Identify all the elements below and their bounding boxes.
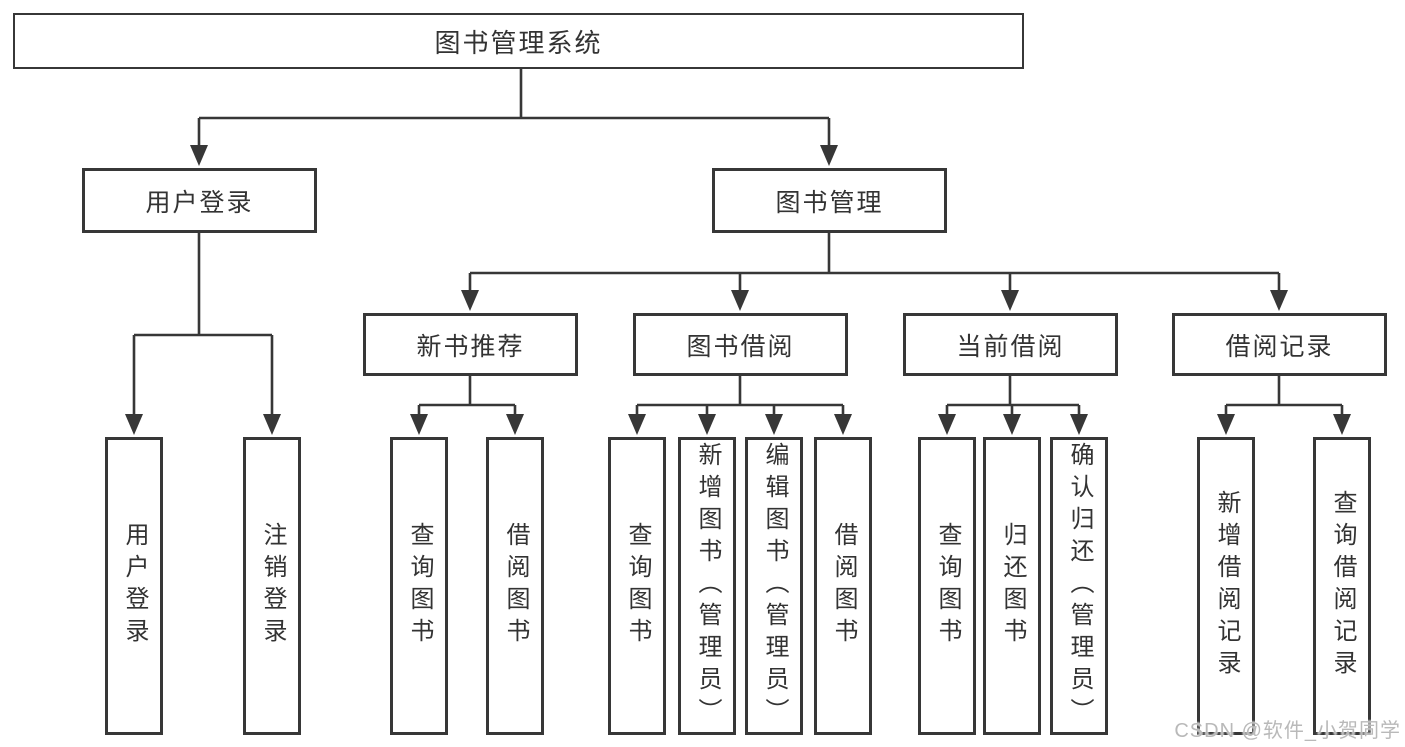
leaf-add-books-admin-label: 新增图书（管理员） [694,442,721,730]
node-user-login-label: 用户登录 [145,188,254,217]
leaf-user-login: 用户登录 [105,437,163,735]
node-root-library-management-system: 图书管理系统 [13,13,1024,69]
node-root-label: 图书管理系统 [434,27,603,58]
node-borrow-records: 借阅记录 [1172,313,1387,376]
node-borrow-records-label: 借阅记录 [1225,332,1334,361]
leaf-add-borrow-record: 新增借阅记录 [1197,437,1255,735]
leaf-query-borrow-record-label: 查询借阅记录 [1329,490,1356,682]
leaf-borrow-books-recommend: 借阅图书 [486,437,544,735]
leaf-query-books-current-label: 查询图书 [934,522,961,650]
leaf-edit-books-admin: 编辑图书（管理员） [745,437,803,735]
leaf-edit-books-admin-label: 编辑图书（管理员） [761,442,788,730]
node-book-borrowing: 图书借阅 [633,313,848,376]
leaf-query-books-recommend: 查询图书 [390,437,448,735]
node-current-borrowing: 当前借阅 [903,313,1118,376]
leaf-borrow-books-recommend-label: 借阅图书 [502,522,529,650]
node-book-borrowing-label: 图书借阅 [686,332,795,361]
leaf-add-borrow-record-label: 新增借阅记录 [1213,490,1240,682]
leaf-user-login-label: 用户登录 [121,522,148,650]
node-new-book-recommend-label: 新书推荐 [416,332,525,361]
leaf-query-books-borrowing-label: 查询图书 [624,522,651,650]
leaf-add-books-admin: 新增图书（管理员） [678,437,736,735]
csdn-watermark: CSDN @软件_小贺同学 [1174,720,1401,742]
leaf-return-books-label: 归还图书 [999,522,1026,650]
leaf-query-books-recommend-label: 查询图书 [406,522,433,650]
node-current-borrowing-label: 当前借阅 [956,332,1065,361]
leaf-query-borrow-record: 查询借阅记录 [1313,437,1371,735]
node-book-management-label: 图书管理 [775,188,884,217]
leaf-confirm-return-admin-label: 确认归还（管理员） [1066,442,1093,730]
node-book-management: 图书管理 [712,168,947,233]
leaf-query-books-borrowing: 查询图书 [608,437,666,735]
leaf-borrow-books-borrowing-label: 借阅图书 [830,522,857,650]
leaf-return-books: 归还图书 [983,437,1041,735]
leaf-logout: 注销登录 [243,437,301,735]
leaf-query-books-current: 查询图书 [918,437,976,735]
leaf-borrow-books-borrowing: 借阅图书 [814,437,872,735]
leaf-logout-label: 注销登录 [259,522,286,650]
node-user-login: 用户登录 [82,168,317,233]
node-new-book-recommend: 新书推荐 [363,313,578,376]
leaf-confirm-return-admin: 确认归还（管理员） [1050,437,1108,735]
